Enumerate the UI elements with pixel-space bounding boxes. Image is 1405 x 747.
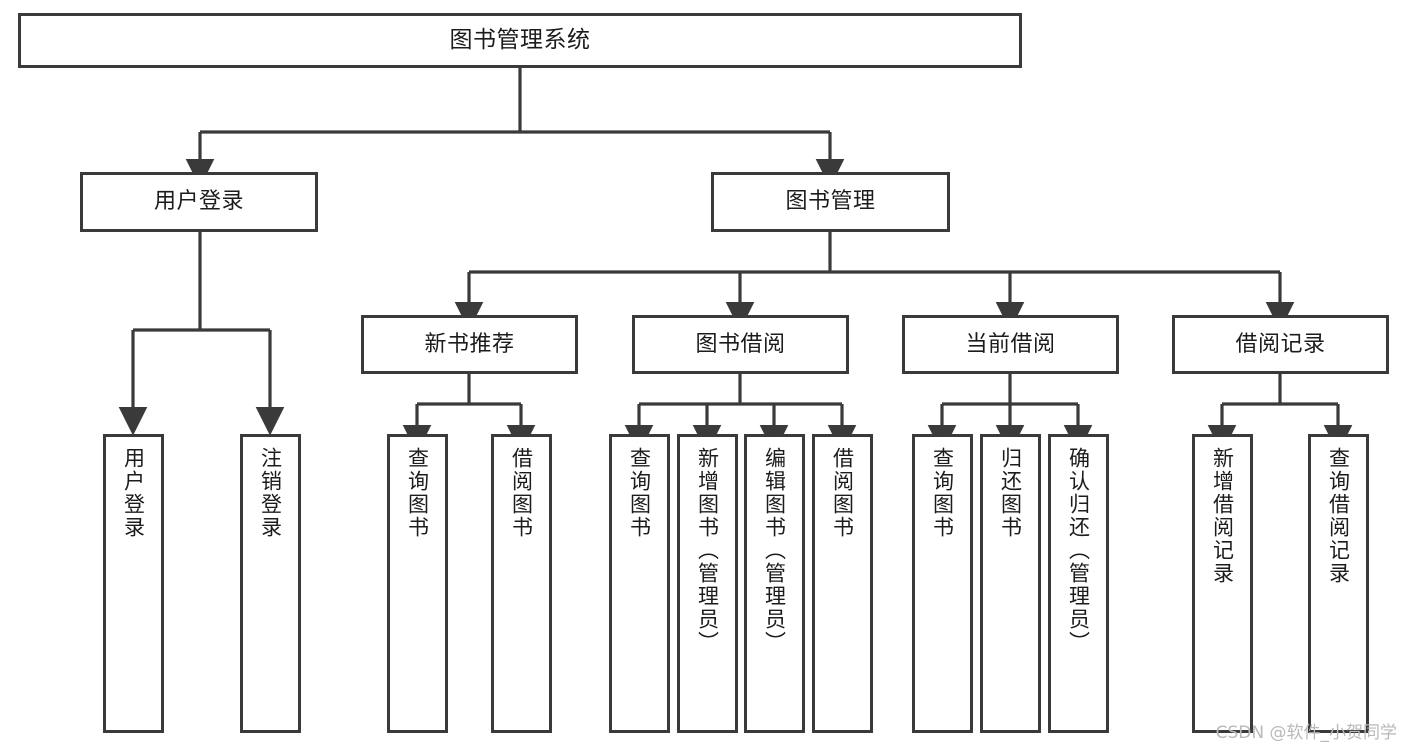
node-leaf-edit-book[interactable]: 编辑图书（管理员） bbox=[744, 434, 805, 733]
node-leaf-query-borrow-record[interactable]: 查询借阅记录 bbox=[1308, 434, 1369, 733]
node-root-book-management-system[interactable]: 图书管理系统 bbox=[18, 13, 1022, 68]
node-new-book-recommend[interactable]: 新书推荐 bbox=[361, 315, 578, 374]
node-leaf-logout-login[interactable]: 注销登录 bbox=[240, 434, 301, 733]
node-label: 用户登录 bbox=[153, 189, 244, 215]
node-label: 图书管理系统 bbox=[449, 26, 591, 53]
node-book-borrow[interactable]: 图书借阅 bbox=[632, 315, 849, 374]
node-leaf-query-book-2[interactable]: 查询图书 bbox=[609, 434, 670, 733]
node-label: 图书借阅 bbox=[695, 331, 786, 357]
node-borrow-record[interactable]: 借阅记录 bbox=[1172, 315, 1389, 374]
node-label: 用户登录 bbox=[121, 447, 146, 539]
node-label: 查询借阅记录 bbox=[1326, 447, 1351, 585]
node-current-borrow[interactable]: 当前借阅 bbox=[902, 315, 1119, 374]
node-leaf-add-borrow-record[interactable]: 新增借阅记录 bbox=[1192, 434, 1253, 733]
node-label: 新增图书（管理员） bbox=[695, 447, 720, 654]
node-label: 借阅图书 bbox=[830, 447, 855, 539]
node-label: 新增借阅记录 bbox=[1210, 447, 1235, 585]
node-leaf-return-book[interactable]: 归还图书 bbox=[980, 434, 1041, 733]
node-label: 查询图书 bbox=[627, 447, 652, 539]
node-user-login[interactable]: 用户登录 bbox=[80, 172, 318, 232]
node-label: 确认归还（管理员） bbox=[1066, 447, 1091, 654]
node-label: 图书管理 bbox=[785, 189, 876, 215]
node-label: 查询图书 bbox=[930, 447, 955, 539]
node-label: 借阅记录 bbox=[1235, 331, 1326, 357]
node-leaf-query-book-3[interactable]: 查询图书 bbox=[912, 434, 973, 733]
node-label: 编辑图书（管理员） bbox=[762, 447, 787, 654]
node-label: 借阅图书 bbox=[509, 447, 534, 539]
node-leaf-user-login[interactable]: 用户登录 bbox=[103, 434, 164, 733]
node-leaf-add-book[interactable]: 新增图书（管理员） bbox=[677, 434, 738, 733]
node-label: 当前借阅 bbox=[965, 331, 1056, 357]
csdn-watermark: CSDN @软件_小贺同学 bbox=[1215, 723, 1397, 743]
node-label: 查询图书 bbox=[405, 447, 430, 539]
node-leaf-borrow-book-2[interactable]: 借阅图书 bbox=[812, 434, 873, 733]
node-label: 归还图书 bbox=[998, 447, 1023, 539]
node-label: 注销登录 bbox=[258, 447, 283, 539]
node-leaf-query-book-1[interactable]: 查询图书 bbox=[387, 434, 448, 733]
node-leaf-confirm-return[interactable]: 确认归还（管理员） bbox=[1048, 434, 1109, 733]
node-leaf-borrow-book-1[interactable]: 借阅图书 bbox=[491, 434, 552, 733]
node-label: 新书推荐 bbox=[424, 331, 515, 357]
node-book-manage[interactable]: 图书管理 bbox=[711, 172, 950, 232]
